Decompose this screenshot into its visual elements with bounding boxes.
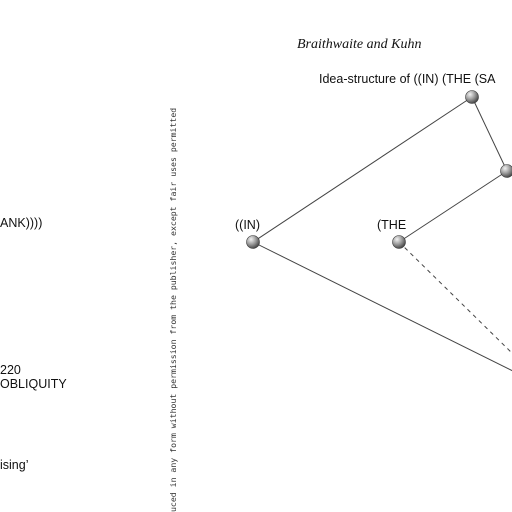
edge-root-inner xyxy=(471,96,508,172)
figure-title: Idea-structure of ((IN) (THE (SA xyxy=(319,72,496,86)
edge-inner-the xyxy=(398,170,508,243)
left-fragment-ising: ising’ xyxy=(0,458,29,472)
edge-the-offpage-dashed xyxy=(398,241,512,354)
node-the xyxy=(392,235,406,249)
left-fragment-220: 220 xyxy=(0,363,21,377)
node-root xyxy=(465,90,479,104)
node-label-in: ((IN) xyxy=(235,218,260,232)
left-fragment-obliquity: OBLIQUITY xyxy=(0,377,67,391)
node-inner xyxy=(500,164,512,178)
node-in xyxy=(246,235,260,249)
left-fragment-ank: ANK)))) xyxy=(0,216,43,230)
running-head: Braithwaite and Kuhn xyxy=(297,37,422,52)
node-label-the: (THE xyxy=(377,218,407,232)
edge-root-in xyxy=(252,96,473,243)
edge-in-offpage xyxy=(252,241,512,372)
